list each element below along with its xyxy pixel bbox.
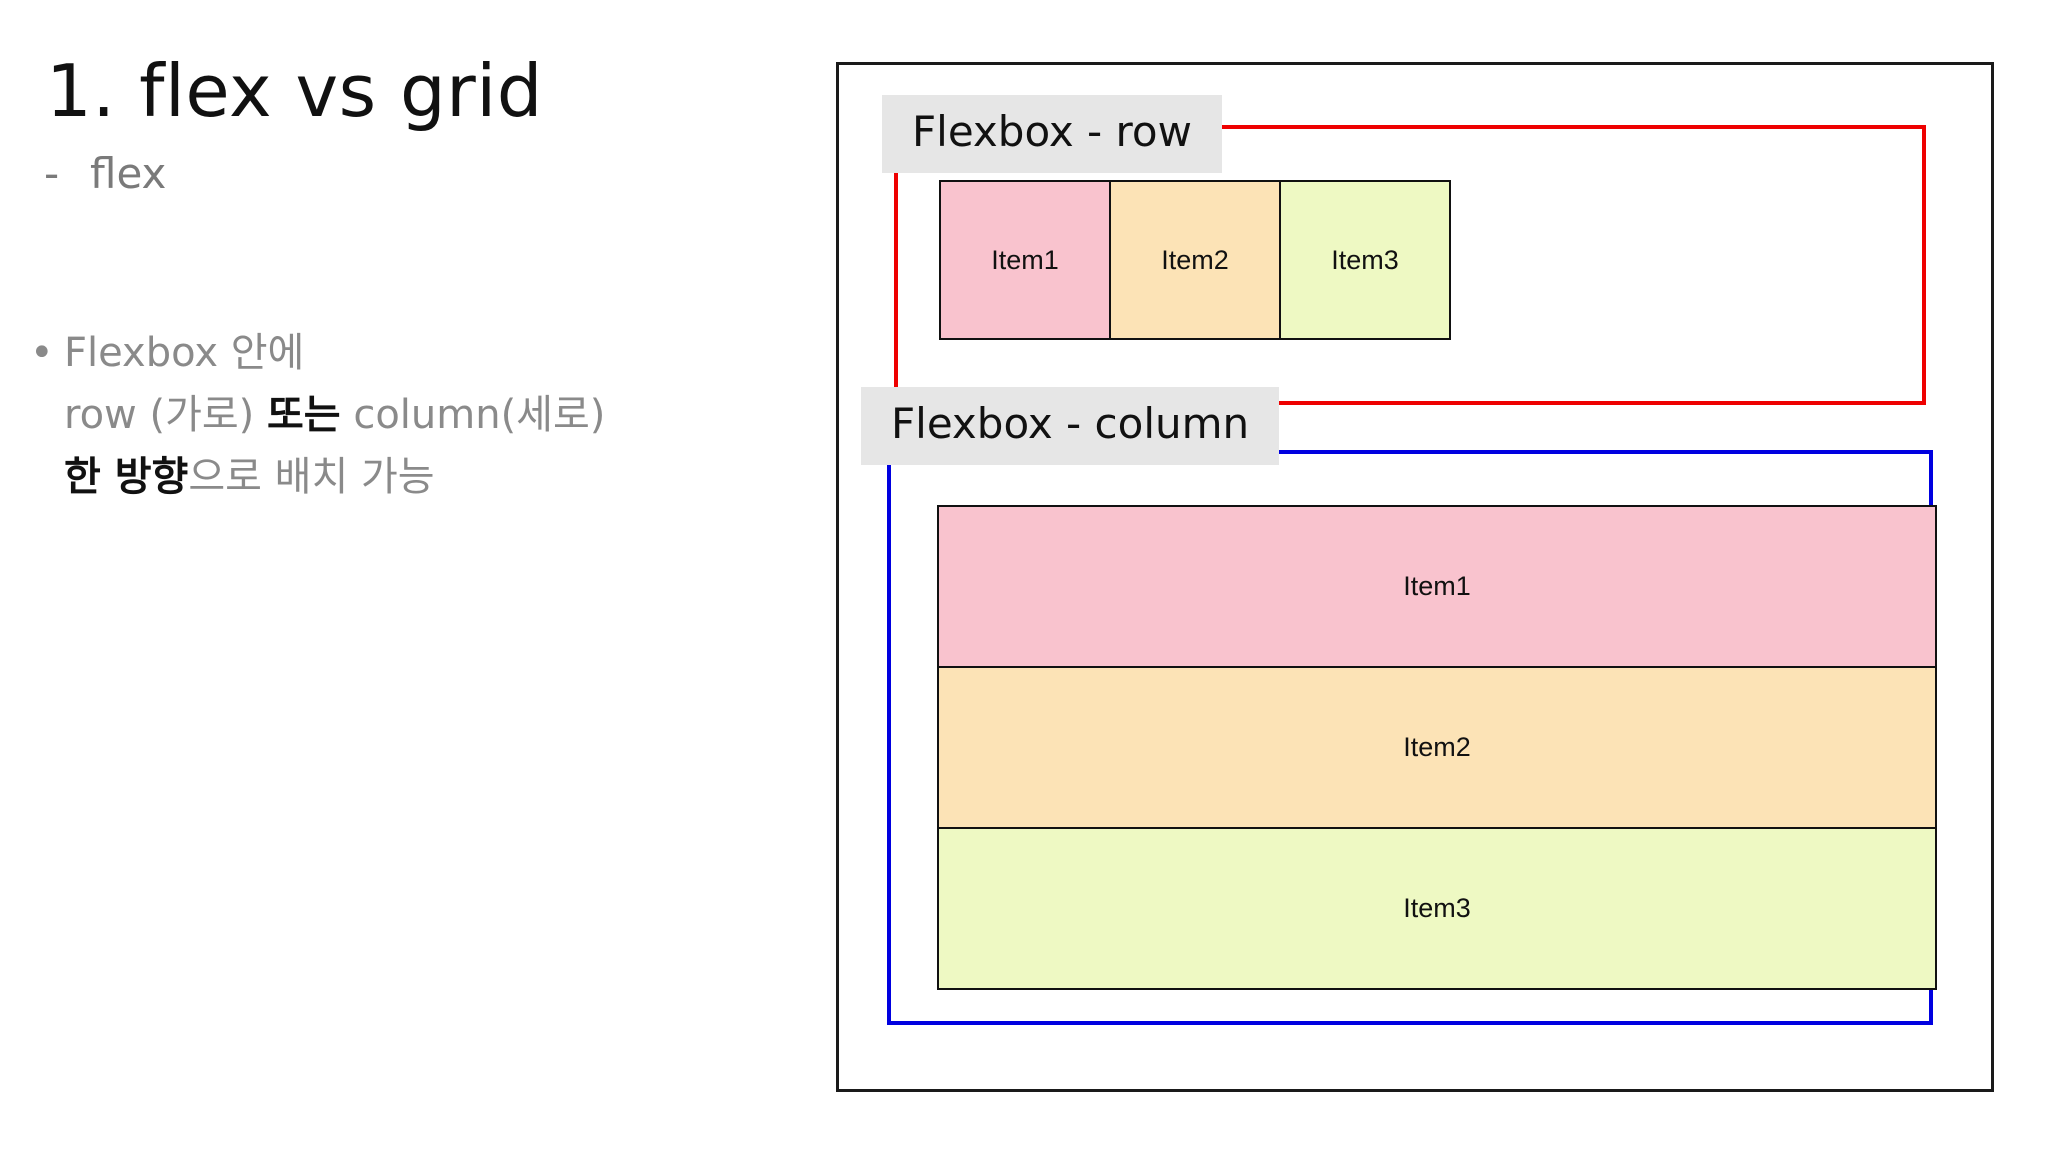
column-item-2-label: Item2 (1403, 732, 1471, 762)
body-line-2-part2: column(세로) (340, 392, 606, 438)
row-item-3-label: Item3 (1331, 244, 1399, 275)
column-item-3-label: Item3 (1403, 893, 1471, 923)
sub-bullet-dash: - (44, 149, 60, 198)
sub-bullet-flex: -flex (44, 148, 166, 200)
bullet-dot-icon: • (30, 330, 54, 376)
column-item-1-label: Item1 (1403, 571, 1471, 601)
row-item-1: Item1 (939, 180, 1111, 340)
page-title: 1. flex vs grid (46, 49, 543, 133)
body-line-1: •Flexbox 안에 (30, 322, 764, 384)
column-item-1: Item1 (937, 505, 1937, 668)
body-line-3-part2: 으로 배치 가능 (188, 454, 435, 500)
body-line-3-emphasis: 한 방향 (64, 454, 189, 500)
flexbox-column-label: Flexbox - column (861, 387, 1280, 465)
body-line-2: row (가로) 또는 column(세로) (64, 384, 764, 446)
column-item-3: Item3 (937, 827, 1937, 990)
column-item-2: Item2 (937, 666, 1937, 829)
flexbox-row-label: Flexbox - row (882, 95, 1222, 173)
row-item-2: Item2 (1109, 180, 1281, 340)
body-text-block: •Flexbox 안에 row (가로) 또는 column(세로) 한 방향으… (30, 322, 764, 508)
body-line-2-emphasis: 또는 (267, 392, 341, 438)
sub-bullet-label: flex (90, 149, 167, 198)
flexbox-row-container (894, 125, 1926, 405)
body-line-1-text: Flexbox 안에 (64, 330, 305, 376)
body-line-2-part1: row (가로) (64, 392, 267, 438)
row-item-3: Item3 (1279, 180, 1451, 340)
slide-text-pane: 1. flex vs grid -flex •Flexbox 안에 row (가… (0, 0, 820, 1152)
row-item-1-label: Item1 (991, 244, 1059, 275)
flexbox-row-items: Item1 Item2 Item3 (939, 180, 1451, 340)
body-line-3: 한 방향으로 배치 가능 (64, 446, 764, 508)
diagram-frame: Item1 Item2 Item3 Flexbox - row Item1 It… (836, 62, 1994, 1092)
flexbox-column-items: Item1 Item2 Item3 (937, 505, 1937, 990)
row-item-2-label: Item2 (1161, 244, 1229, 275)
